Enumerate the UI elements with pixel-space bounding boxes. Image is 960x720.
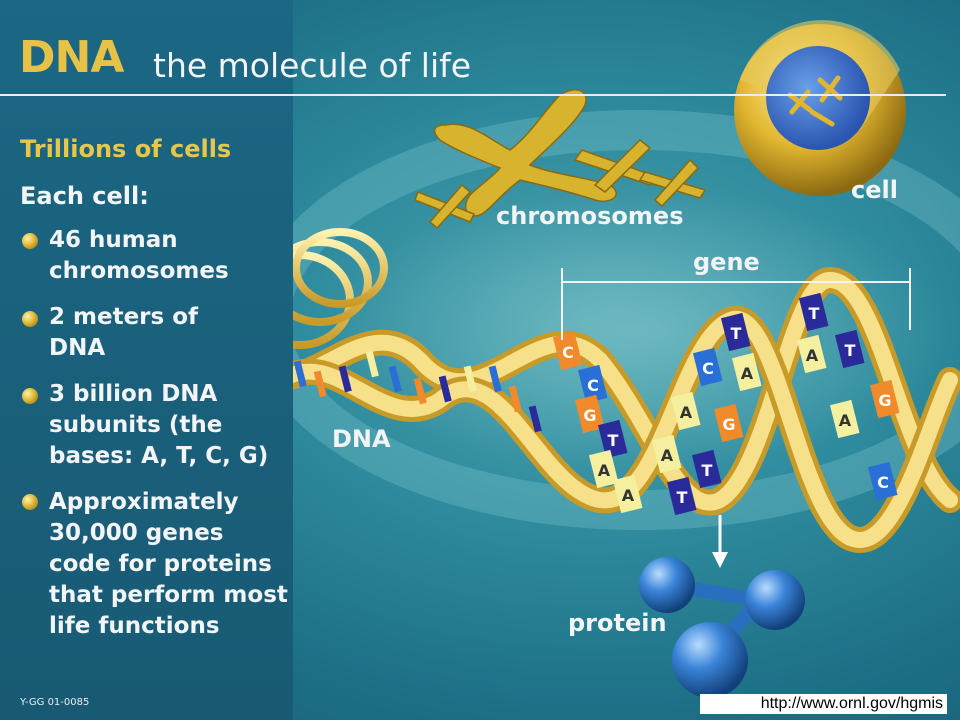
base-letter: C [702,359,714,378]
base-letter: T [702,461,713,480]
base-letter: T [809,304,820,323]
base-letter: A [661,446,674,465]
bullet-text: Approximately 30,000 genes code for prot… [49,489,288,639]
base-block [528,405,542,433]
bullet-icon [22,311,38,327]
panel-heading: Trillions of cells [20,135,232,163]
panel-subheading: Each cell: [20,182,149,210]
label-cell: cell [851,176,898,204]
base-block [338,365,352,393]
label-protein: protein [568,609,667,637]
base-letter: G [878,391,891,410]
label-gene: gene [693,248,760,276]
base-block [488,365,502,393]
label-chromosomes: chromosomes [496,202,684,230]
bullet-text: 2 meters of DNA [49,304,199,361]
base-block [552,331,583,371]
base-letter: A [839,411,852,430]
base-block [867,461,898,501]
base-letter: A [806,346,819,365]
cell-illustration [734,20,906,196]
base-block [588,449,619,489]
bullet-icon [22,388,38,404]
base-letter: T [731,324,742,343]
base-block [796,334,827,374]
gene-bracket [561,268,911,340]
base-letter: C [587,376,599,395]
base-block [597,419,628,459]
base-block [829,399,860,439]
bullet-icon [22,233,38,249]
source-url[interactable]: http://www.ornl.gov/hgmis [700,694,947,714]
arrow-down-icon [712,515,728,568]
bullet-text: 46 human chromosomes [49,227,229,284]
base-block [388,365,402,393]
base-letter: A [741,364,754,383]
base-block [720,312,751,352]
base-block [413,377,427,405]
base-block [713,403,744,443]
protein-illustration [639,557,805,698]
base-block [577,364,608,404]
bullet-text: 3 billion DNA subunits (the bases: A, T,… [49,381,269,469]
figure-id: Y-GG 01-0085 [20,697,90,708]
title-underline [0,94,946,96]
base-block [508,385,522,413]
title-subtitle: the molecule of life [153,46,472,85]
base-block [574,394,605,434]
base-block [869,379,900,419]
base-letter: C [877,473,889,492]
base-block [731,352,762,392]
base-letter: T [677,488,688,507]
base-block [293,360,307,388]
base-block [666,476,697,516]
base-letter: A [622,486,635,505]
base-block [692,347,723,387]
base-block [834,329,865,369]
base-letter: T [845,341,856,360]
base-letter: T [608,431,619,450]
base-block [612,474,643,514]
base-letter: C [562,343,574,362]
base-block [438,375,452,403]
base-block [670,391,701,431]
base-letter: A [598,461,611,480]
base-block [798,292,829,332]
base-letter: A [680,403,693,422]
base-block [651,434,682,474]
label-dna: DNA [332,425,391,453]
base-letter: G [722,415,735,434]
base-block [463,365,477,393]
title-dna: DNA [19,32,124,83]
base-letter: G [583,406,596,425]
base-block [313,370,327,398]
base-block [365,350,379,378]
base-block [691,449,722,489]
bullet-icon [22,494,38,510]
info-panel [0,0,293,720]
